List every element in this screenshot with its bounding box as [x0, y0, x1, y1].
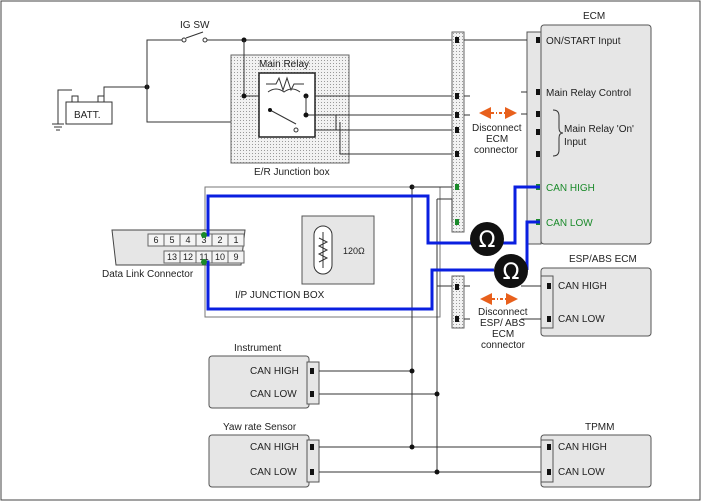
disconnect-esp-note: Disconnect ESP/ ABS ECM connector — [478, 293, 528, 351]
ecm-harness-connector — [451, 31, 465, 233]
disconnect-esp-line2: ESP/ ABS — [480, 318, 525, 329]
tpmm-can-low: CAN LOW — [558, 467, 605, 478]
yaw-can-low: CAN LOW — [250, 467, 297, 478]
dlc-label: Data Link Connector — [102, 269, 194, 280]
tpmm-module: TPMM CAN HIGH CAN LOW — [540, 422, 652, 488]
ig-sw-label: IG SW — [180, 20, 210, 31]
yaw-rate-title: Yaw rate Sensor — [223, 422, 297, 433]
ecm-on-start: ON/START Input — [546, 36, 621, 47]
main-relay-label: Main Relay — [259, 59, 309, 70]
instrument-module: Instrument CAN HIGH CAN LOW — [208, 343, 320, 409]
dlc-pin-number: 2 — [217, 235, 222, 245]
dlc-pin-number: 4 — [185, 235, 190, 245]
disconnect-ecm-line1: Disconnect — [472, 123, 522, 134]
dlc-pin-cell — [227, 250, 245, 264]
battery-label: BATT. — [74, 110, 100, 121]
disconnect-ecm-note: Disconnect ECM connector — [472, 107, 522, 156]
ohmmeter-ecm: Ω — [470, 222, 504, 256]
er-junction-label: E/R Junction box — [254, 167, 330, 178]
dlc-pin-cell — [227, 233, 245, 247]
dlc-pin-number: 11 — [199, 252, 208, 262]
ohmmeter-ecm-symbol: Ω — [479, 228, 496, 253]
er-junction-box: Main Relay E/R Junction box — [230, 40, 452, 178]
dlc-pin-number: 12 — [183, 252, 193, 262]
disconnect-ecm-line3: connector — [474, 145, 519, 156]
disconnect-ecm-line2: ECM — [486, 134, 508, 145]
disconnect-esp-line1: Disconnect — [478, 307, 528, 318]
ecm-can-high: CAN HIGH — [546, 183, 595, 194]
can-bus-highlight — [205, 185, 540, 311]
data-link-connector: 6 5 4 3 2 1 13 12 11 10 9 Data Link Connector — [102, 229, 246, 280]
esp-can-high: CAN HIGH — [558, 281, 607, 292]
instrument-title: Instrument — [234, 343, 281, 354]
terminating-resistor: 120Ω — [343, 246, 365, 256]
dlc-pin-number: 9 — [233, 252, 238, 262]
esp-abs-title: ESP/ABS ECM — [569, 254, 637, 265]
dlc-pin-number: 10 — [215, 252, 225, 262]
ecm-main-relay-on-1: Main Relay 'On' — [564, 124, 634, 135]
esp-harness-connector — [451, 275, 465, 329]
ecm-module: ECM ON/START Input Main Relay Control Ma… — [526, 11, 652, 245]
ohmmeter-esp: Ω — [494, 254, 528, 288]
can-trunk-wires — [319, 184, 541, 475]
esp-abs-ecm-module: ESP/ABS ECM CAN HIGH CAN LOW — [540, 254, 652, 337]
ecm-main-relay-on-2: Input — [564, 137, 586, 148]
disconnect-esp-line4: connector — [481, 340, 526, 351]
tpmm-can-high: CAN HIGH — [558, 442, 607, 453]
disconnect-esp-line3: ECM — [492, 329, 514, 340]
ecm-can-low: CAN LOW — [546, 218, 593, 229]
yaw-rate-sensor-module: Yaw rate Sensor CAN HIGH CAN LOW — [208, 422, 320, 488]
dlc-pin-number: 13 — [167, 252, 177, 262]
yaw-can-high: CAN HIGH — [250, 442, 299, 453]
dlc-pin-number: 5 — [169, 235, 174, 245]
battery-symbol — [65, 101, 113, 125]
ohmmeter-esp-symbol: Ω — [503, 260, 520, 285]
ecm-main-relay-control: Main Relay Control — [546, 88, 631, 99]
dlc-pin-number: 3 — [201, 235, 206, 245]
ecm-title: ECM — [583, 11, 605, 22]
instrument-can-low: CAN LOW — [250, 389, 297, 400]
dlc-pin-number: 6 — [153, 235, 158, 245]
instrument-can-high: CAN HIGH — [250, 366, 299, 377]
ip-junction-label: I/P JUNCTION BOX — [235, 290, 325, 301]
tpmm-title: TPMM — [585, 422, 614, 433]
esp-can-low: CAN LOW — [558, 314, 605, 325]
main-relay — [258, 72, 316, 138]
dlc-pin-number: 1 — [233, 235, 238, 245]
